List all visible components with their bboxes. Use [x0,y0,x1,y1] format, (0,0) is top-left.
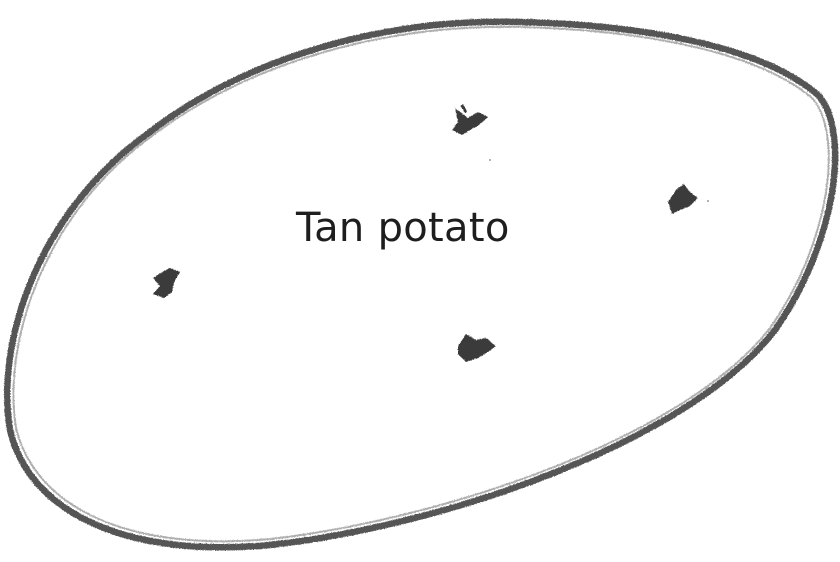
potato-eye-right [668,184,698,214]
speck [489,159,491,161]
potato-eye-top [452,105,488,135]
speck [707,200,709,202]
potato-outline [7,22,835,548]
potato-outline-inner [13,27,828,542]
potato-label: Tan potato [296,205,510,251]
potato-eye-left [153,268,180,298]
potato-eye-bottom [458,334,496,362]
